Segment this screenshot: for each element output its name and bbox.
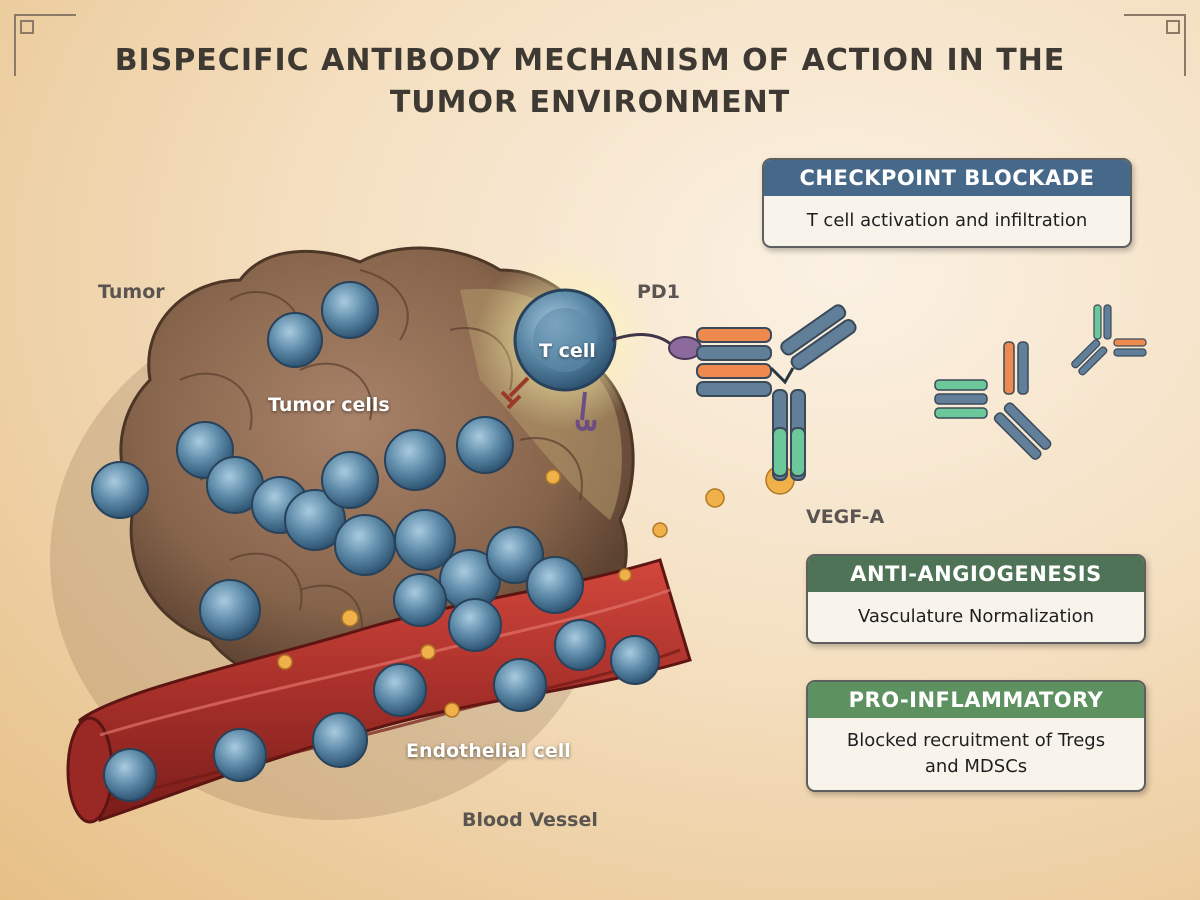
label-tumor-cells: Tumor cells bbox=[268, 394, 390, 416]
bispecific-antibody-small-2 bbox=[1071, 304, 1147, 376]
bispecific-antibody-main bbox=[696, 304, 857, 481]
t-cell bbox=[513, 288, 617, 392]
label-vegf-a: VEGF-A bbox=[806, 506, 885, 528]
vessel-edge bbox=[109, 648, 681, 802]
card-body: T cell activation and infiltration bbox=[806, 210, 1088, 231]
t-cell-receptor-purple bbox=[575, 391, 597, 431]
page-title: BISPECIFIC ANTIBODY MECHANISM OF ACTION … bbox=[114, 43, 1066, 120]
vessel-cells bbox=[103, 619, 660, 802]
card-body: Vasculature Normalization bbox=[857, 606, 1094, 627]
tumor-cell-cluster bbox=[91, 281, 584, 652]
vessel-highlight bbox=[99, 588, 671, 737]
card-header: CHECKPOINT BLOCKADE bbox=[764, 160, 1130, 196]
label-tumor: Tumor bbox=[98, 281, 165, 303]
label-pd1: PD1 bbox=[637, 281, 680, 303]
card-header: ANTI-ANGIOGENESIS bbox=[808, 556, 1144, 592]
card-header: PRO-INFLAMMATORY bbox=[808, 682, 1144, 718]
card-body: Blocked recruitment of Tregs and MDSCs bbox=[846, 730, 1106, 777]
pd1-stalk bbox=[611, 333, 673, 347]
label-endothelial-cell: Endothelial cell bbox=[406, 740, 571, 762]
label-blood-vessel: Blood Vessel bbox=[462, 809, 598, 831]
bispecific-antibody-small-1 bbox=[934, 341, 1052, 460]
corner-ornament-top-right bbox=[1124, 14, 1186, 76]
card-anti-angiogenesis: ANTI-ANGIOGENESIS Vasculature Normalizat… bbox=[806, 554, 1146, 644]
t-cell-receptor-red bbox=[500, 376, 530, 410]
corner-ornament-top-left bbox=[14, 14, 76, 76]
card-pro-inflammatory: PRO-INFLAMMATORY Blocked recruitment of … bbox=[806, 680, 1146, 792]
card-checkpoint-blockade: CHECKPOINT BLOCKADE T cell activation an… bbox=[762, 158, 1132, 248]
label-t-cell: T cell bbox=[539, 340, 596, 362]
